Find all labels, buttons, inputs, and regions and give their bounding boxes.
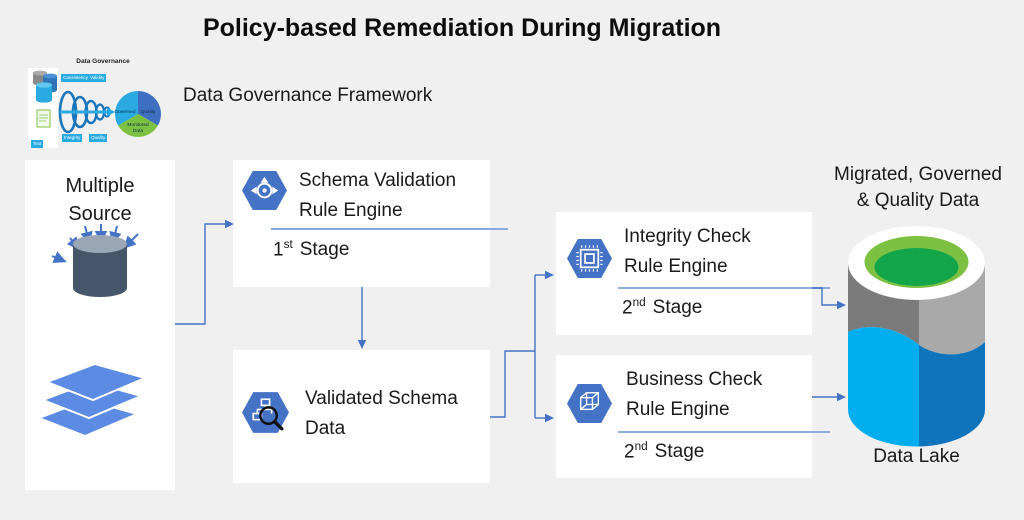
connector-validated-split xyxy=(490,350,535,418)
integrity-check-icon xyxy=(567,238,612,279)
source-cylinder-icon xyxy=(73,235,127,297)
data-lake-icon xyxy=(848,226,985,447)
arrowhead-icon xyxy=(545,413,554,423)
separator-line xyxy=(618,287,830,289)
validated-schema-icon xyxy=(242,392,289,433)
data-governance-thumbnail: Data Governance Text Consistency Validit… xyxy=(28,56,176,152)
framework-label: Data Governance Framework xyxy=(183,85,433,106)
separator-line xyxy=(618,431,830,433)
arrowhead-icon xyxy=(357,340,367,349)
funnel-icon xyxy=(58,90,115,134)
pie-chart-icon: Governed Quality Monitored Data xyxy=(114,91,161,137)
validated-schema-box: Validated Schema Data xyxy=(233,350,490,483)
validity-badge: Validity xyxy=(88,74,107,82)
consistency-badge: Consistency xyxy=(61,74,91,82)
quality-badge: Quality xyxy=(89,134,108,142)
separator-line xyxy=(271,228,508,230)
thumbnail-title: Data Governance xyxy=(76,58,130,65)
schema-validation-title: Schema Validation Rule Engine xyxy=(299,170,457,221)
pie-label-monitored-2: Data xyxy=(133,128,143,134)
multiple-source-title: Multiple Source xyxy=(65,175,135,225)
pie-label-governed: Governed xyxy=(114,109,135,115)
multiple-source-graphic xyxy=(36,224,149,438)
integrity-check-title: Integrity Check Rule Engine xyxy=(624,226,751,277)
connector-integrity-to-lake xyxy=(812,287,838,306)
page-title: Policy-based Remediation During Migratio… xyxy=(202,14,722,42)
arrowhead-icon xyxy=(545,270,554,280)
pie-label-quality: Quality xyxy=(141,109,157,115)
business-check-title: Business Check Rule Engine xyxy=(626,369,763,420)
output-heading: Migrated, Governed & Quality Data xyxy=(834,164,1002,211)
integrity-badge: Integrity xyxy=(62,134,83,142)
thumbnail-source-panel: Text xyxy=(28,68,58,148)
data-lake-label: Data Lake xyxy=(873,446,960,467)
thumbnail-sources-icon xyxy=(33,70,57,128)
business-check-icon xyxy=(567,383,612,424)
schema-validation-icon xyxy=(242,170,287,211)
text-badge: Text xyxy=(31,140,44,148)
stacked-layers-icon xyxy=(36,362,149,438)
pie-label-monitored-1: Monitored xyxy=(127,122,149,128)
connector-source-to-schema xyxy=(175,223,227,325)
validated-schema-title: Validated Schema Data xyxy=(305,388,458,439)
multiple-source-box: Multiple Source xyxy=(25,160,175,490)
